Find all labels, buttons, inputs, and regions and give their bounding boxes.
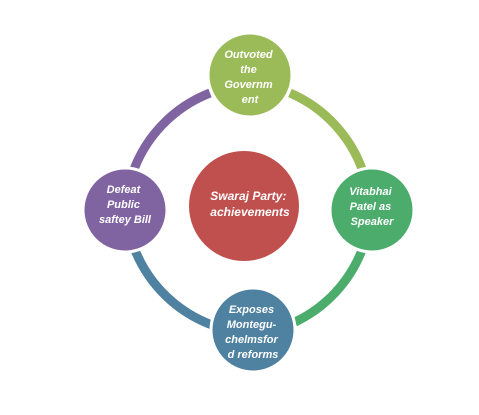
center-label-line: achievements xyxy=(210,205,290,219)
node-top-label: Outvoted the Governm ent xyxy=(224,49,275,106)
node-left-label: Defeat Public saftey Bill xyxy=(99,184,152,226)
node-label-line: chelmsfor xyxy=(225,334,278,346)
center-label-line: Swaraj Party: xyxy=(210,189,286,203)
node-label-line: saftey Bill xyxy=(99,214,152,226)
node-label-line: Montegu- xyxy=(227,319,277,331)
node-label-line: Speaker xyxy=(351,216,395,228)
center-circle xyxy=(189,151,299,261)
node-label-line: Exposes xyxy=(229,304,274,316)
center-node: Swaraj Party: achievements xyxy=(189,151,299,261)
node-left-circle xyxy=(81,166,169,254)
arc-left-to-top xyxy=(127,88,212,177)
node-label-line: Governm xyxy=(224,79,273,91)
arc-right-to-bottom xyxy=(293,248,367,327)
cycle-ring xyxy=(127,88,370,330)
center-label: Swaraj Party: achievements xyxy=(210,189,290,219)
node-top-circle xyxy=(206,31,294,119)
node-label-line: Vitabhai xyxy=(349,186,392,198)
node-label-line: Defeat xyxy=(107,184,142,196)
node-left: Defeat Public saftey Bill xyxy=(81,166,169,254)
node-label-line: the xyxy=(240,64,257,76)
node-label-line: Outvoted xyxy=(224,49,273,61)
node-right-circle xyxy=(328,166,416,254)
node-label-line: Public xyxy=(107,199,140,211)
node-label-line: d reforms xyxy=(228,349,279,361)
node-label-line: ent xyxy=(242,94,260,106)
arc-bottom-to-left xyxy=(130,248,214,330)
node-right-label: Vitabhai Patel as Speaker xyxy=(349,186,394,228)
node-right: Vitabhai Patel as Speaker xyxy=(328,166,416,254)
node-bottom-label: Exposes Montegu- chelmsfor d reforms xyxy=(225,304,281,361)
node-label-line: Patel as xyxy=(350,201,392,213)
node-bottom: Exposes Montegu- chelmsfor d reforms xyxy=(209,286,297,374)
node-top: Outvoted the Governm ent xyxy=(206,31,294,119)
node-bottom-circle xyxy=(209,286,297,374)
arc-top-to-right xyxy=(288,88,370,180)
